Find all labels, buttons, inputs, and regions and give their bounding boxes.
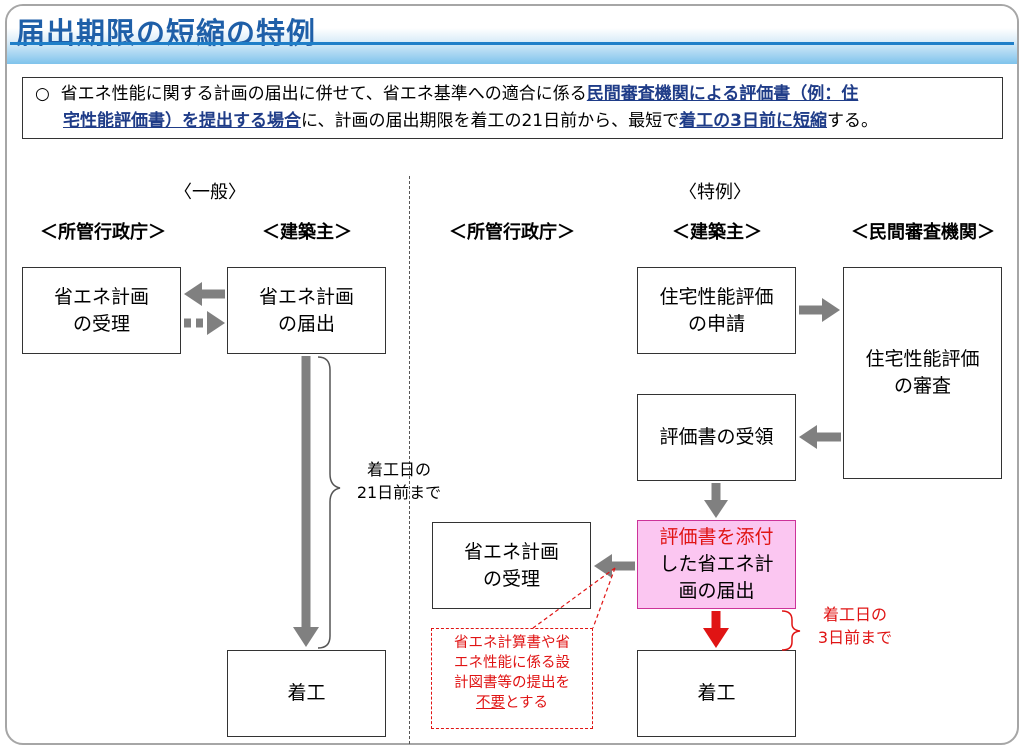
special-box-receipt: 省エネ計画 の受理 [432,522,591,609]
special-deadline-note: 着工日の 3日前まで [817,605,893,647]
special-box-submit: 評価書を添付した省エネ計 画の届出 [637,520,796,609]
special-box-receive: 評価書の受領 [637,394,796,481]
general-box-submit: 省エネ計画 の届出 [227,267,386,354]
arrow-general-submit-to-start [293,356,319,647]
summary-text-1: 省エネ性能に関する計画の届出に併せて、省エネ基準への適合に係る [60,84,587,104]
summary-highlight-2: 着工の3日前に短縮 [679,111,827,131]
special-exemption-note: 省エネ計算書や省 エネ性能に係る設 計図書等の提出を 不要とする [431,628,593,729]
general-deadline-note: 着工日の 21日前まで [356,460,442,502]
special-note-tail: とする [504,695,549,711]
special-note-main: 省エネ計算書や省 エネ性能に係る設 計図書等の提出を [454,635,570,691]
special-note-underline: 不要 [475,695,505,711]
special-role-gov: ＜所管行政庁＞ [449,222,575,243]
special-box-start: 着工 [637,650,796,737]
summary-text-2: に、計画の届出期限を着工の21日前から、最短で [301,111,680,131]
title-rule [10,42,1014,45]
summary-highlight-1: 民間審査機関による評価書（例：住 [586,84,859,104]
summary-box: ○ 省エネ性能に関する計画の届出に併せて、省エネ基準への適合に係る民間審査機関に… [22,77,1003,139]
section-divider [409,176,410,744]
special-role-private: ＜民間審査機関＞ [851,222,995,243]
arrow-special-apply-to-review [799,298,840,322]
special-box-apply: 住宅性能評価 の申請 [637,267,796,354]
arrow-special-review-to-receive [799,425,841,449]
special-submit-line2: した省エネ計 画の届出 [659,553,774,602]
header-band [7,6,1017,64]
arrow-general-receipt-to-submit [184,311,225,335]
general-role-owner: ＜建築主＞ [262,222,352,243]
summary-highlight-1b: 宅性能評価書）を提出する場合 [63,111,301,131]
note-connector-1 [532,567,616,629]
arrow-special-receive-to-submit [704,483,728,518]
special-submit-line1: 評価書を添付 [659,526,774,548]
summary-bullet: ○ [35,84,50,104]
special-deadline-brace [781,610,801,651]
slide-frame [5,4,1019,745]
special-box-review: 住宅性能評価 の審査 [843,267,1002,479]
arrow-special-submit-to-start [703,611,729,648]
general-deadline-brace [317,356,341,649]
arrow-general-submit-to-receipt [184,282,225,306]
note-connector-2 [592,567,616,629]
arrow-special-submit-to-receipt [594,554,635,578]
general-role-gov: ＜所管行政庁＞ [40,222,166,243]
general-label: 〈一般〉 [174,182,246,203]
special-label: 〈特例〉 [679,182,751,203]
general-box-receipt: 省エネ計画 の受理 [22,267,181,354]
general-box-start: 着工 [227,650,386,737]
special-role-owner: ＜建築主＞ [672,222,762,243]
summary-text-3: する。 [826,111,878,131]
